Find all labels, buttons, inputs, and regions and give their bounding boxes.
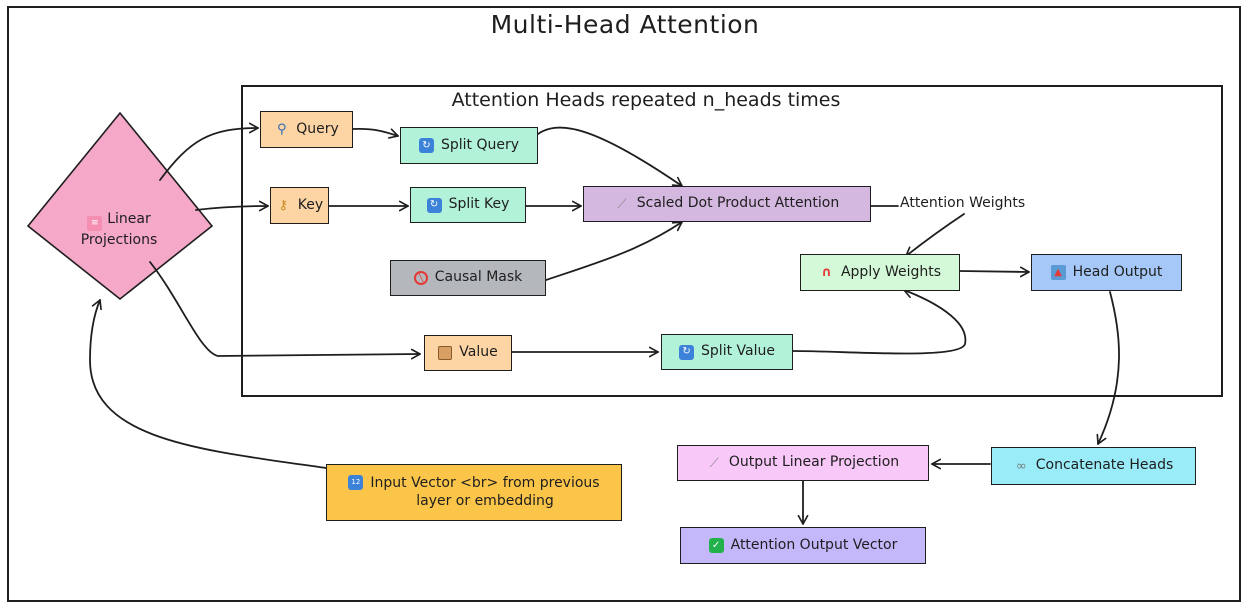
edge-weights-apply — [905, 213, 965, 257]
refresh-icon: ↻ — [418, 138, 434, 153]
prohibited-icon: ╲ — [413, 271, 428, 285]
magnet-icon: ∩ — [821, 265, 832, 280]
causal-mask-node[interactable]: ╲ Causal Mask — [390, 260, 546, 296]
refresh-icon: ↻ — [426, 197, 442, 213]
sdpa-node[interactable]: ⟋ Scaled Dot Product Attention — [583, 186, 871, 222]
edge-linear-key — [195, 200, 269, 212]
edge-apply-headoutput — [959, 266, 1030, 278]
attention-heads-group — [241, 85, 1223, 397]
attention-weights-label: Attention Weights — [900, 195, 1026, 211]
check-icon: ✓ — [708, 538, 724, 553]
magnifier-icon: ⚲ — [276, 122, 287, 137]
query-node[interactable]: ⚲ Query — [260, 111, 353, 148]
refresh-icon: ↻ — [679, 344, 695, 360]
concatenate-heads-node[interactable]: ∞ Concatenate Heads — [991, 447, 1196, 485]
edge-headoutput-concat — [1096, 291, 1120, 445]
diagram-title: Multi-Head Attention — [490, 10, 760, 39]
outbox-icon: ▲ — [1050, 265, 1066, 280]
key-node[interactable]: ⚷ Key — [270, 187, 329, 224]
edge-linear-query — [159, 122, 259, 181]
edge-splitvalue-apply — [792, 287, 967, 355]
diagram-frame — [7, 6, 1241, 602]
attention-heads-label: Attention Heads repeated n_heads times — [451, 89, 841, 111]
ruler-icon: ⟋ — [617, 196, 627, 212]
numbers-icon: 12 — [348, 475, 364, 490]
edge-input-linear — [89, 299, 327, 469]
attention-output-vector-node[interactable]: ✓ Attention Output Vector — [680, 527, 926, 564]
key-icon: ⚷ — [278, 198, 289, 213]
ruler-icon: ⟋ — [709, 455, 719, 471]
linear-projections-diamond[interactable] — [26, 111, 214, 301]
output-linear-projection-node[interactable]: ⟋ Output Linear Projection — [677, 445, 929, 481]
head-output-node[interactable]: ▲ Head Output — [1031, 254, 1182, 291]
package-icon — [438, 346, 453, 360]
split-query-node[interactable]: ↻ Split Query — [400, 127, 538, 164]
edge-causalmask-sdpa — [545, 221, 683, 281]
input-vector-node[interactable]: 12 Input Vector <br> from previous layer… — [326, 464, 622, 521]
linear-projections-label: ≡Linear Projections — [80, 211, 158, 248]
bars-icon: ≡ — [87, 216, 103, 231]
link-icon: ∞ — [1015, 458, 1027, 474]
edge-splitquery-sdpa — [537, 126, 683, 187]
apply-weights-node[interactable]: ∩ Apply Weights — [800, 254, 960, 291]
split-key-node[interactable]: ↻ Split Key — [410, 187, 526, 223]
split-value-node[interactable]: ↻ Split Value — [661, 334, 793, 370]
value-node[interactable]: Value — [424, 335, 512, 371]
edge-query-splitquery — [352, 127, 399, 139]
edge-linear-value — [149, 261, 421, 360]
